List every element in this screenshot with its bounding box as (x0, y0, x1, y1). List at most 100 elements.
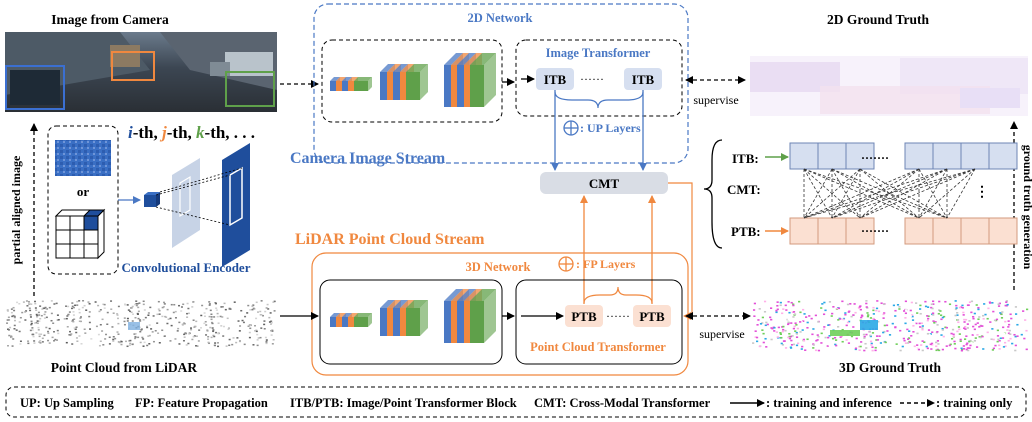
ptb-block-2 (633, 305, 671, 327)
attention-link (831, 168, 920, 219)
image-transformer-title: Image Transformer (546, 46, 651, 60)
legend-fp: FP: Feature Propagation (135, 396, 268, 410)
grid-brace (703, 139, 723, 249)
attention-link (918, 168, 976, 219)
grid-cmt-label: CMT: (727, 182, 761, 197)
supervise-3d-label: supervise (699, 327, 744, 341)
ptb-block-1-label: PTB (571, 309, 597, 324)
feature-slab (406, 300, 428, 336)
lidar-point-cloud-image (6, 300, 276, 348)
camera-bbox-blue (5, 65, 65, 110)
legend-up: UP: Up Sampling (20, 396, 115, 410)
input-options-box (47, 125, 119, 275)
attention-link (859, 168, 948, 219)
convolutional-encoder-graphic (144, 143, 250, 267)
attention-link (946, 168, 976, 219)
ground-truth-2d-title: 2D Ground Truth (827, 12, 930, 27)
feature-slab (406, 64, 428, 100)
ptb-token-cell (817, 217, 847, 245)
grid-ptb-dots: ······· (861, 224, 889, 238)
grid-itb-dots: ······· (861, 151, 889, 165)
ground-truth-2d-image (750, 56, 1028, 116)
attention-link (831, 168, 861, 219)
attention-link (803, 168, 948, 219)
attention-link (859, 168, 948, 219)
feature-slab (354, 77, 372, 91)
attention-link (831, 168, 976, 219)
fp-layers-label: : FP Layers (576, 257, 636, 271)
point-cloud-title: Point Cloud from LiDAR (51, 360, 198, 375)
grid-ptb-label: PTB: (731, 224, 761, 239)
ptb-token-cell (988, 217, 1018, 245)
attention-link (803, 168, 833, 219)
itb-token-cell (817, 142, 847, 170)
ptb-block-2-label: PTB (639, 309, 665, 324)
attention-link (859, 168, 920, 219)
itb-block-2 (624, 68, 662, 90)
up-layers-label: : UP Layers (580, 121, 641, 135)
point-transformer-box (515, 279, 683, 365)
partial-aligned-label: partial aligned image (9, 155, 23, 264)
ground-truth-3d-title: 3D Ground Truth (839, 360, 942, 375)
legend-dashed: : training only (936, 396, 1013, 410)
cmt-block (540, 172, 668, 194)
ptb-token-cell (845, 217, 875, 245)
feature-slab (354, 313, 372, 327)
image-patch (55, 140, 111, 176)
itb-token-cell (960, 142, 990, 170)
itb-block-1-label: ITB (544, 72, 567, 87)
up-layers-brace (554, 91, 644, 109)
ptb-token-cell (789, 217, 819, 245)
itb-token-cell (789, 142, 819, 170)
attention-link (918, 168, 948, 219)
attention-link (918, 168, 948, 219)
ptb-token-cell (960, 217, 990, 245)
legend-box (5, 386, 1027, 418)
feature-blocks-3d (330, 289, 496, 343)
camera-image (5, 32, 277, 112)
itb-dots: ······ (580, 72, 604, 86)
ground-truth-generation-label: ground truth generation (1021, 145, 1032, 270)
supervise-2d-label: supervise (693, 93, 738, 107)
conv-encoder-label: Convolutional Encoder (122, 260, 251, 275)
or-label: or (77, 184, 90, 199)
legend-itb-ptb: ITB/PTB: Image/Point Transformer Block (290, 396, 517, 410)
attention-link (831, 168, 948, 219)
attention-link (803, 168, 861, 219)
cross-modal-grid: ITB: CMT: PTB: ······· ······· ⋮ (703, 139, 1018, 249)
encoder-2d-box (321, 39, 503, 123)
grid-itb-label: ITB: (732, 151, 759, 166)
cmt-block-label: CMT (589, 176, 620, 191)
camera-stream-label: Camera Image Stream (290, 150, 446, 167)
ptb-block-1 (565, 305, 603, 327)
fp-layers-plus-icon (558, 256, 574, 272)
fp-layers-brace (583, 286, 653, 304)
image-from-camera-title: Image from Camera (51, 12, 169, 27)
feature-slab (470, 289, 496, 343)
itb-token-cell (904, 142, 934, 170)
ptb-token-cell (932, 217, 962, 245)
feature-blocks-2d (330, 53, 496, 107)
legend-cmt: CMT: Cross-Modal Transformer (534, 396, 711, 410)
itb-token-cell (988, 142, 1018, 170)
attention-link (831, 168, 920, 219)
itb-block-1 (536, 68, 574, 90)
up-layers-plus-icon (563, 120, 579, 136)
ground-truth-3d-image (752, 300, 1029, 352)
encoder-3d-box (319, 279, 503, 365)
grid-vdots: ⋮ (975, 185, 989, 200)
legend-solid: : training and inference (766, 396, 892, 410)
network-2d-title: 2D Network (468, 11, 533, 25)
ptb-token-cell (904, 217, 934, 245)
voxel-grid (54, 208, 106, 260)
lidar-stream-label: LiDAR Point Cloud Stream (295, 231, 485, 248)
attention-link (803, 168, 920, 219)
camera-bbox-green (225, 71, 275, 107)
image-transformer-box (515, 39, 683, 117)
itb-token-cell (932, 142, 962, 170)
network-3d-title: 3D Network (466, 260, 531, 274)
ptb-dots: ······ (606, 309, 630, 323)
itb-block-2-label: ITB (632, 72, 655, 87)
feature-slab (470, 53, 496, 107)
